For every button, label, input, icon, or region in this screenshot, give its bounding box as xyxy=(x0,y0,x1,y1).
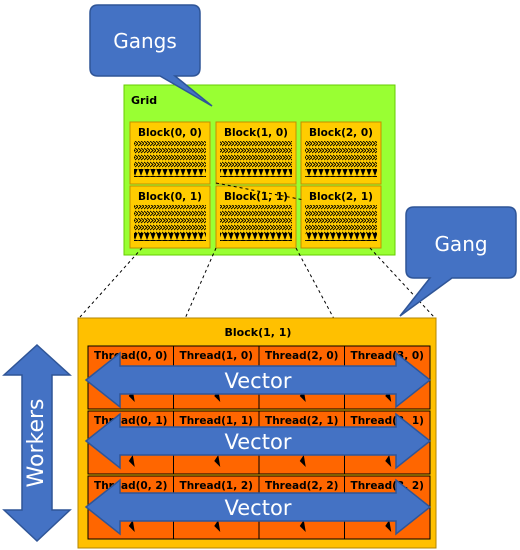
grid-title: Grid xyxy=(131,94,157,107)
thread-label: Thread(2, 2) xyxy=(265,480,338,492)
projection-line xyxy=(179,247,217,331)
thread-label: Thread(1, 1) xyxy=(180,415,253,427)
grid-blocks: Block(0, 0) Block(1, 0) Block(2, 0) Block(0… xyxy=(129,121,382,249)
thread-teeth-pattern xyxy=(134,169,206,177)
thread-zigzag-pattern xyxy=(305,141,377,169)
grid-block: Block(0, 0) xyxy=(129,121,211,185)
thread-teeth-pattern xyxy=(305,169,377,177)
projection-line xyxy=(215,182,305,201)
workers-arrow-shape xyxy=(2,343,72,543)
thread-marker-icon xyxy=(128,455,135,467)
thread-zigzag-pattern xyxy=(134,205,206,233)
thread-label: Thread(1, 0) xyxy=(180,350,253,362)
thread-marker-icon xyxy=(385,455,392,467)
gangs-callout-bubble xyxy=(89,4,213,107)
thread-zigzag-pattern xyxy=(220,141,292,169)
thread-marker-icon xyxy=(299,520,306,532)
thread-marker-icon xyxy=(128,520,135,532)
gangs-callout: Gangs xyxy=(89,4,213,107)
thread-marker-icon xyxy=(299,455,306,467)
grid-block: Block(1, 0) xyxy=(215,121,297,185)
thread-teeth-pattern xyxy=(305,233,377,241)
thread-label: Thread(0, 0) xyxy=(94,350,167,362)
thread-label: Thread(0, 2) xyxy=(94,480,167,492)
grid-block-label: Block(1, 0) xyxy=(224,127,288,139)
grid-block-label: Block(1, 1) xyxy=(224,191,288,203)
thread-marker-icon xyxy=(385,520,392,532)
gang-callout-bubble xyxy=(399,206,517,317)
vector-label: Vector xyxy=(225,430,292,454)
gang-callout: Gang xyxy=(399,206,517,317)
thread-teeth-pattern xyxy=(220,169,292,177)
grid-block-label: Block(2, 0) xyxy=(309,127,373,139)
projection-lines xyxy=(79,182,435,331)
thread-teeth-pattern xyxy=(220,233,292,241)
vector-arrow-shape xyxy=(84,412,432,470)
projection-line xyxy=(79,247,143,318)
thread-marker-icon xyxy=(214,455,221,467)
thread-label: Thread(2, 0) xyxy=(265,350,338,362)
vector-arrow: Vector xyxy=(84,412,432,470)
grid-block: Block(1, 1) xyxy=(215,185,297,249)
grid-block: Block(0, 1) xyxy=(129,185,211,249)
gangs-callout-label: Gangs xyxy=(113,29,177,53)
thread-marker-icon xyxy=(214,520,221,532)
workers-label: Workers xyxy=(24,399,49,488)
vector-label: Vector xyxy=(225,496,292,520)
thread-label: Thread(3, 2) xyxy=(351,480,424,492)
vector-arrow-shape xyxy=(84,478,432,536)
projection-line xyxy=(369,247,435,318)
grid-block-label: Block(2, 1) xyxy=(309,191,373,203)
vector-arrow: Vector xyxy=(84,351,432,409)
workers-arrow: Workers xyxy=(2,343,72,543)
thread-teeth-pattern xyxy=(134,233,206,241)
grid-block: Block(2, 0) xyxy=(300,121,382,185)
thread-zigzag-pattern xyxy=(134,141,206,169)
grid-block: Block(2, 1) xyxy=(300,185,382,249)
thread-label: Thread(3, 1) xyxy=(351,415,424,427)
thread-label: Thread(2, 1) xyxy=(265,415,338,427)
vector-arrow-shape xyxy=(84,351,432,409)
vector-arrow: Vector xyxy=(84,478,432,536)
thread-label: Thread(1, 2) xyxy=(180,480,253,492)
gang-callout-label: Gang xyxy=(434,232,487,256)
grid-panel: Grid Block(0, 0)Block(1, 0)Block(2, 0)Bl… xyxy=(123,84,396,256)
thread-label: Thread(3, 0) xyxy=(351,350,424,362)
grid-block-label: Block(0, 1) xyxy=(138,191,202,203)
vector-label: Vector xyxy=(225,369,292,393)
block-detail-title: Block(1, 1) xyxy=(225,326,292,339)
grid-block-label: Block(0, 0) xyxy=(138,127,202,139)
thread-zigzag-pattern xyxy=(305,205,377,233)
thread-zigzag-pattern xyxy=(220,205,292,233)
